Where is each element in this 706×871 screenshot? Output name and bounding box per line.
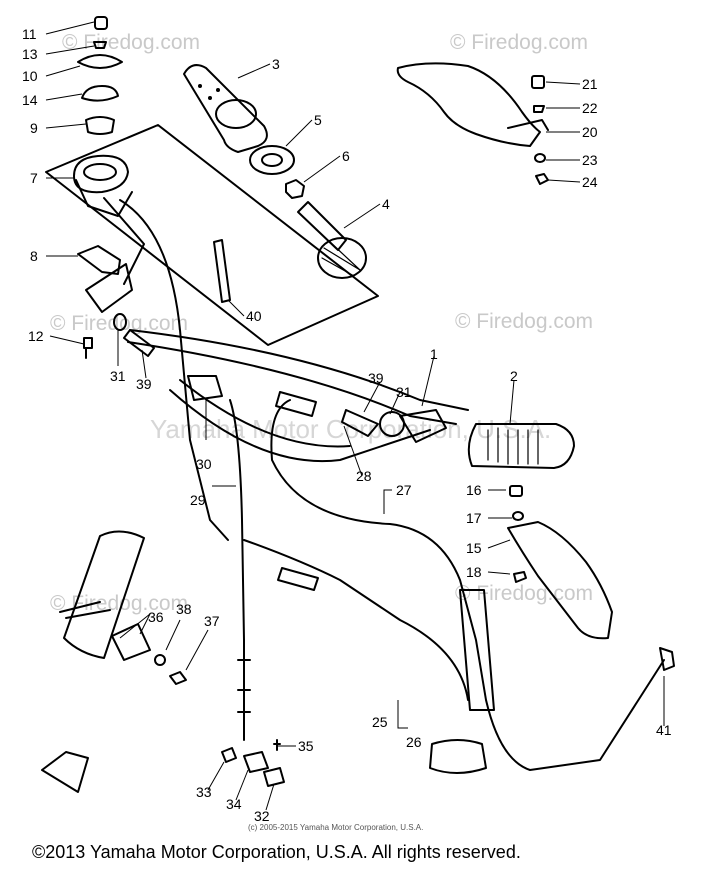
adjuster-39-right bbox=[341, 409, 379, 437]
callout-27: 27 bbox=[396, 482, 412, 498]
boot-26 bbox=[429, 739, 487, 774]
nut-6 bbox=[285, 179, 305, 199]
washer-5 bbox=[249, 145, 295, 175]
callout-24: 24 bbox=[582, 174, 598, 190]
callout-33: 33 bbox=[196, 784, 212, 800]
callout-23: 23 bbox=[582, 152, 598, 168]
lever-guard-15 bbox=[507, 521, 613, 640]
clutch-cable-27 bbox=[270, 391, 665, 771]
bolt-16 bbox=[509, 485, 523, 497]
arrow-mark bbox=[41, 751, 89, 793]
callout-11: 11 bbox=[22, 26, 37, 42]
callout-6: 6 bbox=[342, 148, 350, 164]
watermarks: © Firedog.com © Firedog.com © Firedog.co… bbox=[50, 31, 593, 615]
clamp-36 bbox=[111, 623, 151, 661]
callout-35: 35 bbox=[298, 738, 314, 754]
watermark-low-left: © Firedog.com bbox=[50, 592, 188, 615]
callout-29: 29 bbox=[190, 492, 206, 508]
callout-7: 7 bbox=[30, 170, 38, 186]
housing-lower bbox=[85, 263, 133, 313]
callout-28: 28 bbox=[356, 468, 372, 484]
callout-17: 17 bbox=[466, 510, 482, 526]
adjuster-39-left bbox=[123, 329, 155, 357]
throttle-cap-stack bbox=[77, 16, 123, 135]
callout-26: 26 bbox=[406, 734, 422, 750]
callout-41: 41 bbox=[656, 722, 672, 738]
grip-3 bbox=[183, 64, 268, 153]
leader-lines bbox=[45, 21, 665, 811]
callout-3: 3 bbox=[272, 56, 280, 72]
callout-12: 12 bbox=[28, 328, 44, 344]
watermark-mid-right: © Firedog.com bbox=[455, 310, 593, 333]
callouts: 11 13 10 14 9 7 8 12 31 39 3 5 6 4 40 21… bbox=[22, 26, 672, 824]
callout-40: 40 bbox=[246, 308, 262, 324]
callout-15: 15 bbox=[466, 540, 482, 556]
callout-16: 16 bbox=[466, 482, 482, 498]
cable-tie-40 bbox=[213, 239, 231, 303]
callout-10: 10 bbox=[22, 68, 38, 84]
pin-35 bbox=[273, 739, 281, 751]
callout-38: 38 bbox=[176, 601, 192, 617]
switch-bracket bbox=[77, 245, 121, 275]
watermark-mid-left: © Firedog.com bbox=[50, 312, 188, 335]
adjuster-34 bbox=[243, 751, 269, 773]
callout-31-left: 31 bbox=[110, 368, 126, 384]
nut-24 bbox=[535, 173, 549, 185]
callout-21: 21 bbox=[582, 76, 598, 92]
washer-38 bbox=[154, 654, 166, 666]
callout-20: 20 bbox=[582, 124, 598, 140]
callout-9: 9 bbox=[30, 120, 38, 136]
clip-41 bbox=[659, 647, 675, 671]
callout-34: 34 bbox=[226, 796, 242, 812]
watermark-low-right: © Firedog.com bbox=[455, 582, 593, 605]
grip-2 bbox=[467, 423, 575, 469]
screw-12 bbox=[83, 337, 93, 359]
callout-14: 14 bbox=[22, 92, 38, 108]
callout-36: 36 bbox=[148, 609, 164, 625]
callout-32: 32 bbox=[254, 808, 270, 824]
bolt-21 bbox=[531, 75, 545, 89]
callout-39-right: 39 bbox=[368, 370, 384, 386]
nut-33 bbox=[221, 747, 237, 763]
washer-22 bbox=[533, 105, 545, 113]
copyright-footer: ©2013 Yamaha Motor Corporation, U.S.A. A… bbox=[32, 842, 521, 862]
callout-39-left: 39 bbox=[136, 376, 152, 392]
throttle-cable-29 bbox=[119, 199, 469, 741]
nut-18 bbox=[513, 571, 527, 583]
watermark-top-left: © Firedog.com bbox=[62, 31, 200, 54]
callout-8: 8 bbox=[30, 248, 38, 264]
bracket-25 bbox=[397, 700, 408, 729]
washer-23 bbox=[534, 153, 546, 163]
watermark-top-right: © Firedog.com bbox=[450, 31, 588, 54]
callout-1: 1 bbox=[430, 346, 438, 362]
fork-tube bbox=[59, 530, 145, 659]
callout-25: 25 bbox=[372, 714, 388, 730]
callout-2: 2 bbox=[510, 368, 518, 384]
fitting-32 bbox=[263, 767, 285, 787]
small-copyright: (c) 2005-2015 Yamaha Motor Corporation, … bbox=[248, 823, 423, 832]
callout-13: 13 bbox=[22, 46, 38, 62]
callout-31-right: 31 bbox=[396, 384, 412, 400]
callout-30: 30 bbox=[196, 456, 212, 472]
lever-guard-20 bbox=[396, 62, 549, 147]
bolt-37 bbox=[169, 671, 187, 685]
callout-4: 4 bbox=[382, 196, 390, 212]
washer-17 bbox=[512, 511, 524, 521]
callout-37: 37 bbox=[204, 613, 220, 629]
callout-5: 5 bbox=[314, 112, 322, 128]
watermark-center: Yamaha Motor Corporation, U.S.A. bbox=[150, 414, 551, 444]
callout-18: 18 bbox=[466, 564, 482, 580]
lever-holder bbox=[399, 409, 447, 443]
callout-22: 22 bbox=[582, 100, 598, 116]
throttle-group-frame bbox=[45, 124, 379, 346]
washer-31-left bbox=[113, 313, 127, 331]
throttle-housing bbox=[73, 154, 145, 285]
throttle-tube-4 bbox=[297, 201, 367, 279]
